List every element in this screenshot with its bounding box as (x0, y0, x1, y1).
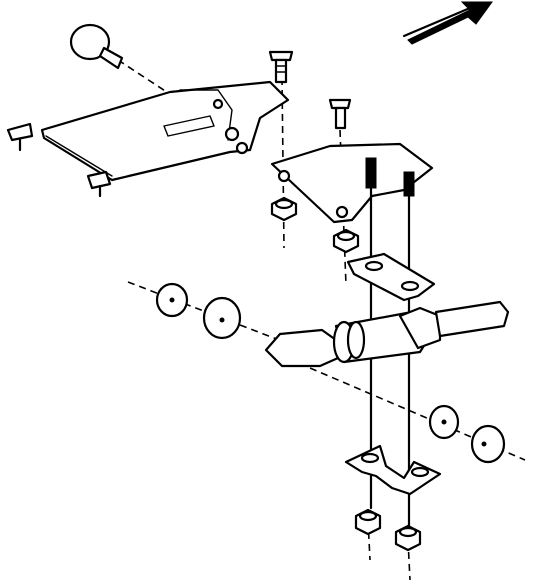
mounting-screw-top-left (268, 50, 294, 84)
hex-nut-bottom-right (394, 524, 422, 552)
hex-nut-center (332, 228, 360, 254)
hex-nut-left (270, 196, 298, 222)
washer-left (155, 282, 189, 318)
shift-rod (264, 300, 510, 368)
shift-lever-plate (40, 80, 290, 182)
u-bracket-lower (344, 444, 442, 496)
hex-nut-bottom-left (354, 508, 382, 536)
shift-knob (69, 23, 124, 70)
u-bracket-upper (346, 252, 436, 302)
screw-bottom (86, 170, 112, 198)
direction-arrow-icon (402, 1, 493, 45)
mounting-screw-top-right (328, 98, 352, 130)
bushing-left (202, 296, 242, 340)
bushing-right (470, 424, 506, 464)
screw-left (6, 122, 34, 152)
washer-right (428, 404, 460, 440)
